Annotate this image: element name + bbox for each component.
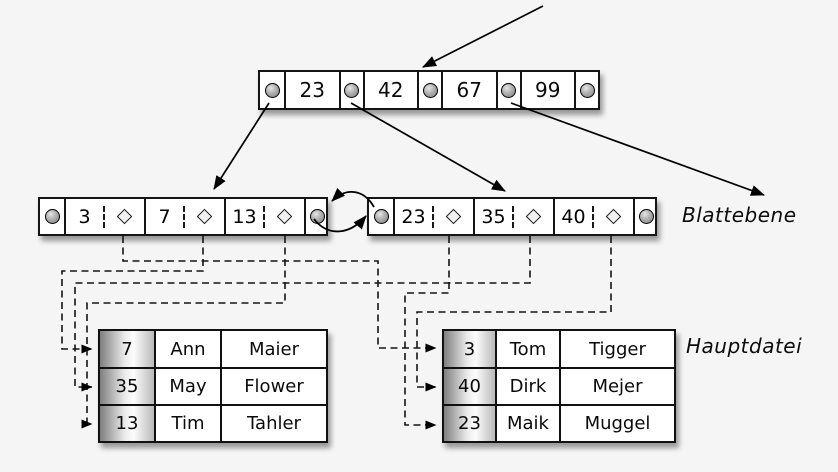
- record-pointer-icon: [445, 208, 462, 225]
- leaf-node-right: 23 35 40: [367, 197, 657, 236]
- leaf-sibling-pointer-cell: [304, 199, 328, 234]
- record-last-name: Muggel: [559, 404, 674, 441]
- leaf-level-label: Blattebene: [682, 203, 797, 227]
- pointer-icon: [44, 209, 60, 224]
- record-pointer-icon: [196, 208, 213, 225]
- root-key: 42: [362, 72, 418, 108]
- root-key: 23: [284, 72, 339, 108]
- pointer-icon: [638, 209, 654, 224]
- leaf-pointer-cell: [40, 199, 64, 234]
- record-first-name: Dirk: [495, 367, 559, 404]
- record-last-name: Tigger: [559, 331, 674, 367]
- record-pointer-icon: [276, 208, 293, 225]
- pointer-icon: [344, 82, 359, 98]
- record-key: 35: [100, 367, 154, 404]
- arrow-root-to-offpage: [510, 102, 765, 196]
- record-pointer-cell: [594, 208, 633, 225]
- leaf-sibling-pointer-cell: [369, 199, 393, 234]
- leaf-key: 40: [555, 205, 594, 228]
- record-key: 23: [444, 404, 495, 441]
- root-key: 99: [519, 72, 575, 108]
- root-pointer-cell: [495, 72, 520, 108]
- record-last-name: Maier: [220, 331, 326, 367]
- record-key: 40: [444, 367, 495, 404]
- pointer-icon: [501, 82, 516, 98]
- leaf-pointer-cell: [633, 199, 657, 234]
- root-key: 67: [441, 72, 496, 108]
- root-pointer-cell: [574, 72, 598, 108]
- main-file-table-left: 7 Ann Maier 35 May Flower 13 Tim Tahler: [98, 329, 328, 443]
- leaf-entry: 3: [64, 199, 144, 234]
- pointer-icon: [373, 209, 389, 224]
- record-first-name: May: [154, 367, 220, 404]
- leaf-node-left: 3 7 13: [38, 197, 328, 236]
- record-key: 13: [100, 404, 154, 441]
- leaf-entry: 13: [224, 199, 304, 234]
- arrow-into-root: [422, 5, 544, 68]
- record-pointer-cell: [265, 208, 304, 225]
- arrow-root-to-left-leaf: [213, 102, 270, 190]
- pointer-icon: [579, 82, 595, 98]
- record-key: 7: [100, 331, 154, 367]
- arrow-root-to-right-leaf: [350, 102, 506, 192]
- main-file-label: Hauptdatei: [686, 334, 803, 358]
- record-pointer-cell: [434, 208, 473, 225]
- pointer-icon: [264, 82, 280, 98]
- pointer-icon: [422, 82, 438, 98]
- leaf-entry: 23: [393, 199, 473, 234]
- record-pointer-cell: [514, 208, 553, 225]
- record-pointer-icon: [116, 208, 133, 225]
- root-pointer-cell: [338, 72, 363, 108]
- leaf-key: 23: [395, 205, 434, 228]
- record-last-name: Mejer: [559, 367, 674, 404]
- leaf-key: 3: [66, 205, 105, 228]
- record-first-name: Tim: [154, 404, 220, 441]
- main-file-table-right: 3 Tom Tigger 40 Dirk Mejer 23 Maik Mugge…: [442, 329, 676, 443]
- leaf-key: 7: [146, 205, 185, 228]
- leaf-entry: 35: [473, 199, 553, 234]
- record-first-name: Tom: [495, 331, 559, 367]
- record-pointer-cell: [105, 208, 144, 225]
- leaf-key: 35: [475, 205, 514, 228]
- record-pointer-icon: [525, 208, 542, 225]
- leaf-entry: 40: [553, 199, 633, 234]
- record-first-name: Maik: [495, 404, 559, 441]
- leaf-entry: 7: [144, 199, 224, 234]
- record-pointer-icon: [605, 208, 622, 225]
- record-last-name: Flower: [220, 367, 326, 404]
- root-pointer-cell: [260, 72, 284, 108]
- leaf-key: 13: [226, 205, 265, 228]
- root-pointer-cell: [417, 72, 441, 108]
- record-last-name: Tahler: [220, 404, 326, 441]
- root-node: 23 42 67 99: [258, 70, 600, 110]
- record-first-name: Ann: [154, 331, 220, 367]
- record-pointer-cell: [185, 208, 224, 225]
- pointer-icon: [309, 209, 325, 224]
- record-key: 3: [444, 331, 495, 367]
